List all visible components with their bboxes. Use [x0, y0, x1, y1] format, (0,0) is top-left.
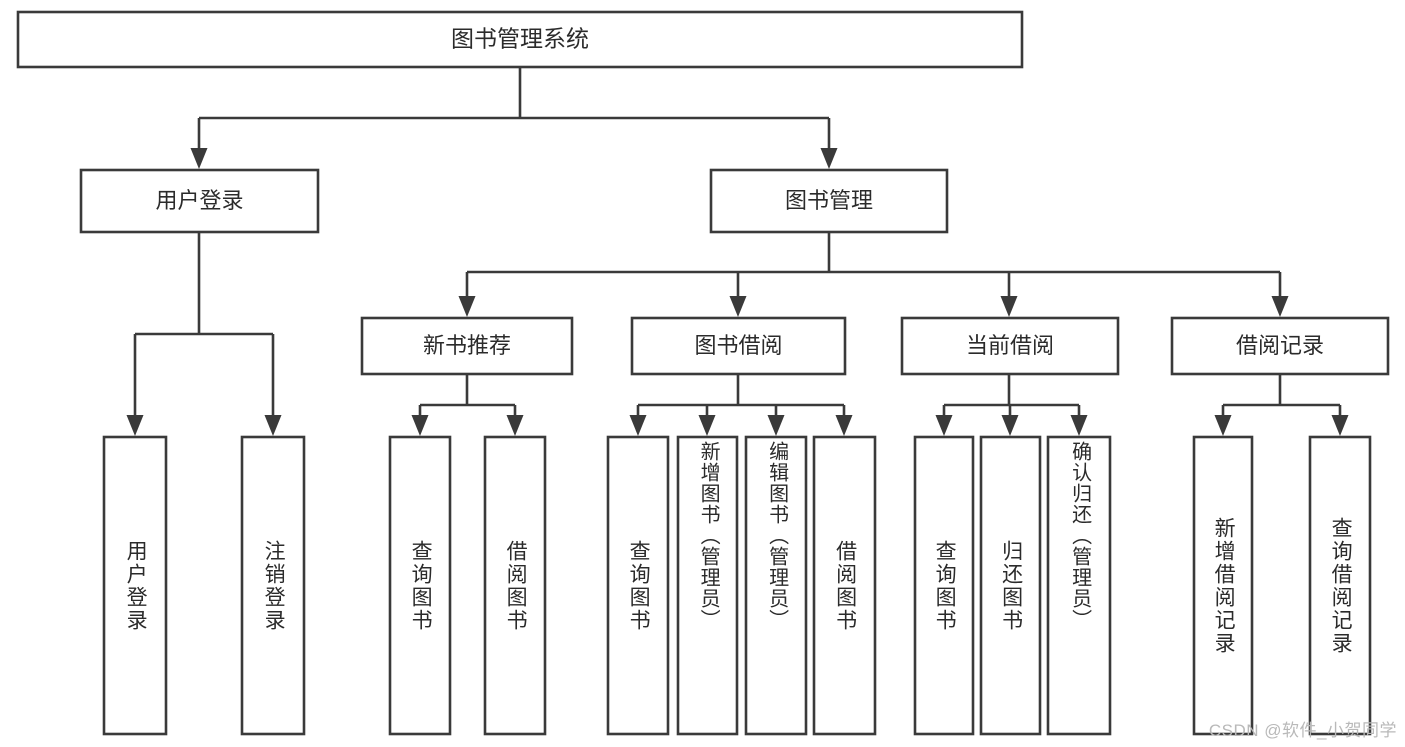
connector-arrowhead-icon [1000, 296, 1018, 317]
connector-arrowhead-icon [835, 415, 853, 436]
node-box-submodule-3[interactable] [1170, 316, 1390, 376]
node-box-leaf-2[interactable] [388, 435, 452, 736]
node-label-module-1: 图书管理 [785, 188, 873, 213]
node-box-module-0[interactable] [79, 168, 320, 234]
connector-root-to-modules [190, 67, 838, 169]
connector-bookmgmt-to-submodules [458, 232, 1289, 317]
connector-borrow-to-leaves [629, 374, 853, 436]
node-label-root: 图书管理系统 [451, 26, 589, 52]
connector-arrowhead-icon [935, 415, 953, 436]
connector-userlogin-to-leaves [126, 232, 282, 436]
node-label-submodule-2: 当前借阅 [966, 333, 1054, 358]
node-box-leaf-10[interactable] [1046, 435, 1112, 736]
node-box-module-1[interactable] [709, 168, 949, 234]
node-box-submodule-0[interactable] [360, 316, 574, 376]
connector-arrowhead-icon [629, 415, 647, 436]
node-box-leaf-12[interactable] [1308, 435, 1372, 736]
node-box-leaf-4[interactable] [606, 435, 670, 736]
node-boxes-layer [16, 10, 1390, 736]
connector-arrowhead-icon [264, 415, 282, 436]
connector-arrowhead-icon [506, 415, 524, 436]
node-box-leaf-11[interactable] [1192, 435, 1254, 736]
connector-arrowhead-icon [1070, 415, 1088, 436]
connector-arrowhead-icon [1331, 415, 1349, 436]
node-box-submodule-1[interactable] [630, 316, 847, 376]
node-label-submodule-0: 新书推荐 [423, 333, 511, 358]
node-box-leaf-1[interactable] [240, 435, 306, 736]
connector-arrowhead-icon [729, 296, 747, 317]
node-label-submodule-3: 借阅记录 [1236, 333, 1324, 358]
connector-arrowhead-icon [698, 415, 716, 436]
node-box-leaf-0[interactable] [102, 435, 168, 736]
node-box-leaf-6[interactable] [744, 435, 808, 736]
connector-arrowhead-icon [1271, 296, 1289, 317]
connector-arrowhead-icon [767, 415, 785, 436]
connector-arrowhead-icon [1001, 415, 1019, 436]
node-box-leaf-7[interactable] [812, 435, 877, 736]
node-box-leaf-8[interactable] [913, 435, 975, 736]
node-box-leaf-3[interactable] [483, 435, 547, 736]
connector-current-to-leaves [935, 374, 1088, 436]
connector-arrowhead-icon [458, 296, 476, 317]
connector-arrowhead-icon [190, 148, 208, 169]
connector-arrowhead-icon [820, 148, 838, 169]
connector-arrowhead-icon [411, 415, 429, 436]
connector-arrowhead-icon [1214, 415, 1232, 436]
connectors-layer [126, 67, 1349, 436]
node-box-root[interactable] [16, 10, 1024, 69]
node-label-submodule-1: 图书借阅 [694, 333, 782, 358]
node-label-module-0: 用户登录 [155, 188, 243, 213]
watermark-text: CSDN @软件_小贺同学 [1208, 721, 1397, 740]
node-box-leaf-5[interactable] [676, 435, 739, 736]
connector-records-to-leaves [1214, 374, 1349, 436]
node-box-submodule-2[interactable] [900, 316, 1120, 376]
node-box-leaf-9[interactable] [979, 435, 1042, 736]
connector-arrowhead-icon [126, 415, 144, 436]
connector-newbook-to-leaves [411, 374, 524, 436]
